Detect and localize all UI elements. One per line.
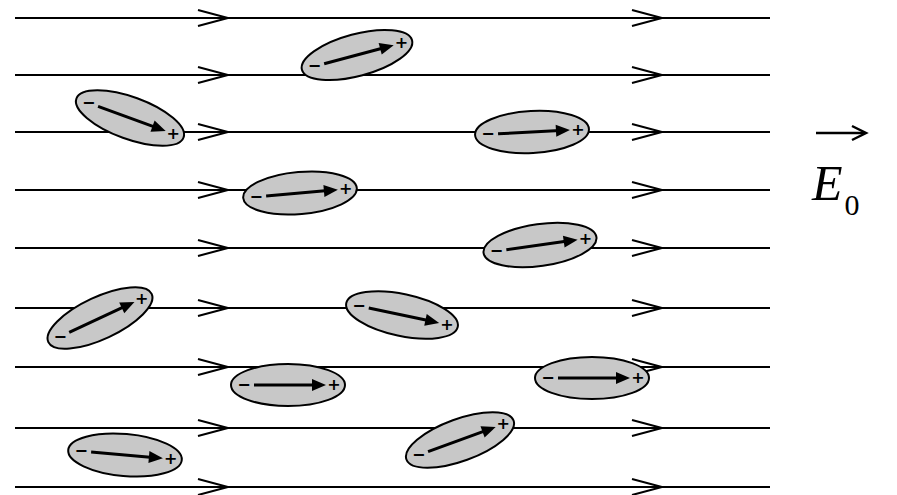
molecule-ellipse	[342, 283, 462, 348]
dipole	[535, 357, 649, 399]
field-arrowhead	[198, 420, 228, 436]
plus-sign: +	[440, 317, 453, 333]
dipole-arrow	[498, 131, 560, 134]
minus-sign: −	[490, 243, 503, 259]
vector-arrow	[816, 126, 866, 140]
plus-sign: +	[631, 370, 644, 386]
minus-sign: −	[352, 298, 365, 314]
field-arrowhead	[198, 67, 228, 83]
dipole	[474, 108, 590, 156]
dipole-arrow	[324, 48, 384, 64]
minus-sign: −	[412, 447, 425, 463]
minus-sign: −	[53, 329, 66, 345]
field-arrowhead	[632, 10, 662, 26]
molecule-ellipse	[297, 20, 418, 90]
field-arrowhead	[198, 124, 228, 140]
dipole-arrowhead	[556, 124, 571, 137]
dipole	[66, 429, 183, 481]
plus-sign: +	[395, 35, 408, 51]
molecule-ellipse	[241, 167, 358, 219]
dipole-arrow	[98, 106, 156, 127]
field-arrowhead	[632, 479, 662, 495]
dipole-arrow	[254, 384, 316, 387]
field-symbol: E	[812, 158, 843, 208]
field-arrowhead	[632, 124, 662, 140]
minus-sign: −	[481, 126, 494, 142]
dipole-arrowhead	[151, 121, 168, 137]
field-arrowhead	[198, 182, 228, 198]
dipole-arrow	[91, 452, 153, 457]
field-arrowhead	[198, 300, 228, 316]
dipole	[342, 283, 462, 348]
molecule-ellipse	[399, 401, 520, 479]
dipole-arrowhead	[424, 314, 440, 329]
plus-sign: +	[135, 291, 148, 307]
minus-sign: −	[308, 58, 321, 74]
dipole	[481, 216, 600, 273]
molecule-ellipse	[66, 429, 183, 481]
dipole-arrowhead	[379, 39, 396, 54]
dipole-arrow	[266, 191, 328, 196]
dipole	[297, 20, 418, 90]
dipole	[39, 275, 160, 361]
minus-sign: −	[249, 189, 262, 205]
field-arrowhead	[198, 240, 228, 256]
field-arrowhead	[198, 479, 228, 495]
molecule-ellipse	[39, 275, 160, 361]
dipole-arrow	[506, 241, 567, 250]
minus-sign: −	[541, 370, 554, 386]
molecule-ellipse	[69, 79, 190, 157]
field-lines	[15, 10, 770, 495]
dipole-arrowhead	[616, 372, 630, 384]
dipole-arrowhead	[563, 234, 579, 248]
dipole-arrowhead	[119, 297, 137, 314]
field-arrowhead	[632, 420, 662, 436]
plus-sign: +	[497, 416, 510, 432]
field-arrowhead	[198, 10, 228, 26]
minus-sign: −	[74, 443, 87, 459]
dipole	[231, 364, 345, 406]
dipole-arrowhead	[323, 184, 338, 197]
molecule-ellipse	[481, 216, 600, 273]
dipole-arrow	[428, 430, 486, 451]
minus-sign: −	[82, 95, 95, 111]
molecule-ellipse	[474, 108, 590, 156]
field-arrowhead	[632, 182, 662, 198]
molecule-ellipse	[535, 357, 649, 399]
dipole	[241, 167, 358, 219]
plus-sign: +	[579, 231, 592, 247]
dipole-arrow	[369, 308, 430, 321]
molecule-ellipse	[231, 364, 345, 406]
plus-sign: +	[167, 126, 180, 142]
dipole	[69, 79, 190, 157]
dipole-arrowhead	[481, 421, 498, 437]
dipole-arrowhead	[312, 379, 326, 391]
plus-sign: +	[164, 451, 177, 467]
field-arrowhead	[632, 300, 662, 316]
plus-sign: +	[571, 122, 584, 138]
minus-sign: −	[237, 377, 250, 393]
field-arrowhead	[632, 240, 662, 256]
field-arrowhead	[198, 359, 228, 375]
dipole-arrow	[558, 377, 620, 380]
plus-sign: +	[339, 181, 352, 197]
dipole	[399, 401, 520, 479]
dipole-arrowhead	[148, 451, 163, 464]
field-subscript: 0	[845, 190, 860, 220]
dipoles	[39, 20, 649, 481]
field-arrowhead	[632, 67, 662, 83]
plus-sign: +	[327, 377, 340, 393]
dipole-arrow	[69, 306, 125, 332]
